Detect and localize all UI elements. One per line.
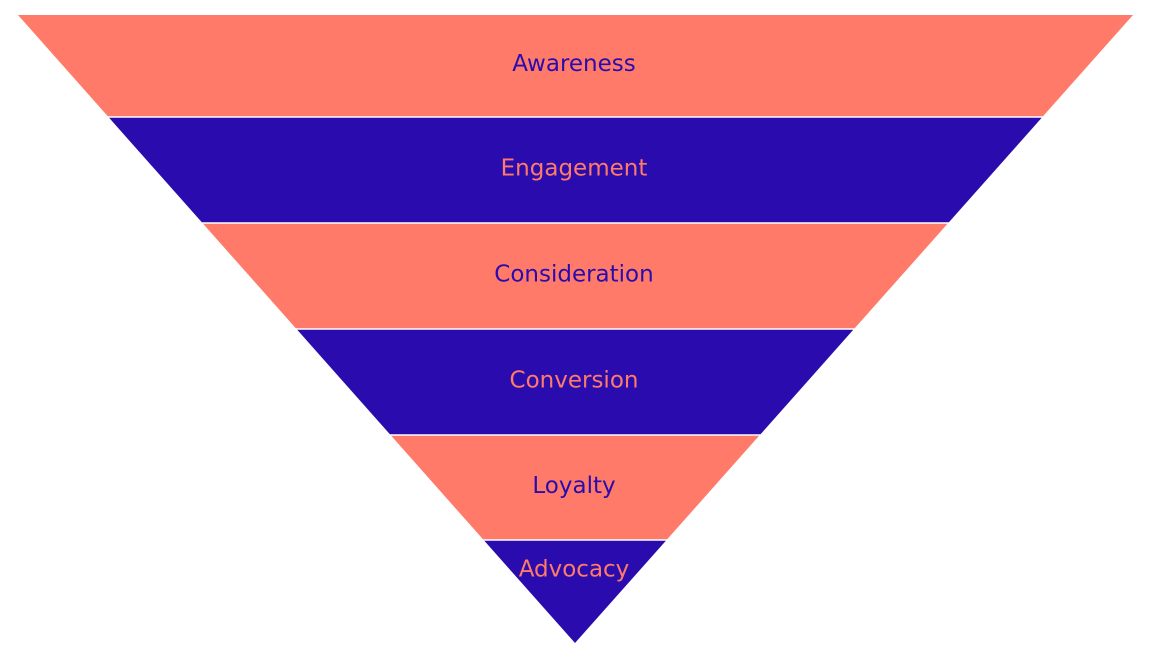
funnel-stage-consideration (203, 223, 948, 329)
funnel-stage-loyalty (391, 435, 760, 540)
funnel-stage-label-advocacy: Advocacy (519, 556, 630, 582)
funnel-stage-label-conversion: Conversion (510, 368, 639, 394)
funnel-stage-label-engagement: Engagement (501, 156, 648, 182)
funnel-stage-engagement (109, 117, 1042, 223)
funnel-stage-advocacy (484, 540, 666, 643)
funnel-stage-label-awareness: Awareness (512, 51, 636, 77)
funnel-stage-conversion (297, 329, 854, 435)
funnel-stage-label-consideration: Consideration (494, 262, 653, 288)
funnel-stage-label-loyalty: Loyalty (532, 473, 615, 499)
funnel-stage-awareness (18, 15, 1133, 117)
